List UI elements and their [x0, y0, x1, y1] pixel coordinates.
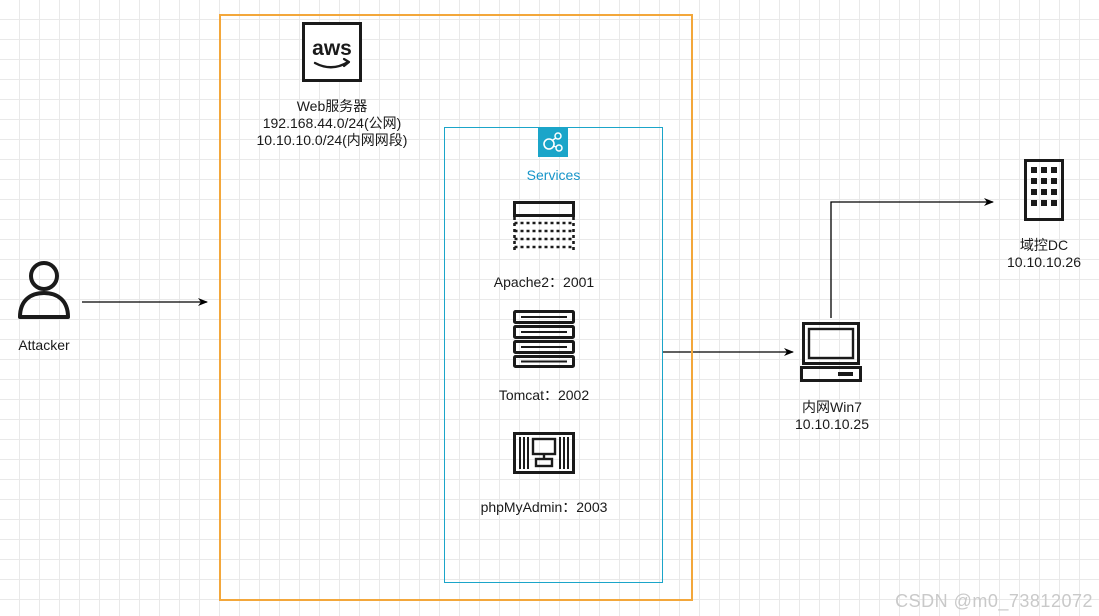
dc-ip: 10.10.10.26	[1007, 254, 1081, 270]
win7-ip: 10.10.10.25	[795, 416, 869, 432]
service-label-tomcat: Tomcat：2002	[498, 387, 590, 403]
web-server-name: Web服务器	[296, 98, 368, 114]
admin-panel-icon	[513, 432, 575, 474]
web-server-group	[219, 14, 693, 601]
win7-name: 内网Win7	[802, 399, 862, 415]
web-server-public-subnet: 192.168.44.0/24(公网)	[262, 115, 402, 131]
web-server-icon	[513, 201, 575, 251]
user-icon	[18, 261, 70, 319]
office-building-icon	[1024, 159, 1064, 221]
arrow-win7-to-dc	[830, 198, 994, 318]
desktop-computer-icon	[800, 322, 862, 382]
watermark: CSDN @m0_73812072	[895, 591, 1093, 611]
service-label-phpmyadmin: phpMyAdmin：2003	[480, 499, 608, 515]
service-label-apache2: Apache2：2001	[493, 274, 595, 290]
web-server-internal-subnet: 10.10.10.0/24(内网网段)	[256, 132, 408, 148]
attacker-label: Attacker	[18, 337, 70, 353]
web-server-label: Web服务器 192.168.44.0/24(公网) 10.10.10.0/24…	[232, 98, 432, 149]
aws-logo-text: aws	[312, 37, 352, 60]
server-rack-icon	[513, 310, 575, 368]
dc-label: 域控DC 10.10.10.26	[990, 237, 1098, 271]
services-title: Services	[526, 167, 581, 183]
win7-label: 内网Win7 10.10.10.25	[772, 399, 892, 433]
aws-logo-icon: aws	[302, 22, 362, 82]
services-icon	[538, 127, 568, 157]
dc-name: 域控DC	[1019, 237, 1069, 253]
